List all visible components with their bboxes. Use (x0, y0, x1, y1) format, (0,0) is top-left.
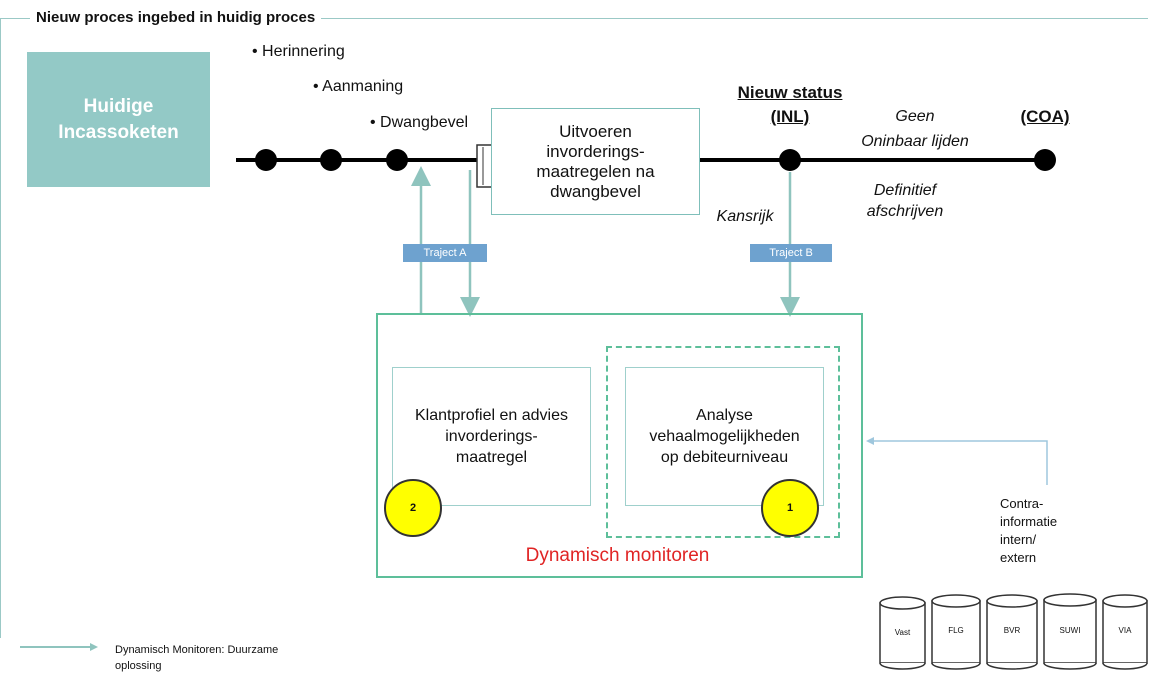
label-definitief-2: afschrijven (866, 203, 944, 220)
analyse-dashed-frame (606, 346, 840, 538)
process-box: Uitvoeren invorderings- maatregelen na d… (491, 108, 700, 215)
analyse-line1: Analyse (696, 407, 753, 424)
bullet-aanmaning: • Aanmaning (313, 78, 404, 95)
traject-a-tag: Traject A (403, 244, 487, 262)
database-vast (879, 596, 926, 670)
timeline-dot-inl (779, 149, 801, 171)
step-2-badge: 2 (384, 479, 442, 537)
status-code-inl: (INL) (770, 107, 810, 126)
status-code-coa: (COA) (1020, 107, 1070, 126)
db-label-flg: FLG (948, 626, 964, 635)
process-line3: maatregelen na (536, 161, 655, 181)
label-kansrijk: Kansrijk (716, 208, 774, 225)
current-chain-box: Huidige Incassoketen (27, 52, 210, 187)
timeline-dot-coa (1034, 149, 1056, 171)
label-geen: Geen (895, 108, 935, 125)
process-line4: dwangbevel (550, 181, 641, 201)
contra-line4: extern (1000, 550, 1037, 565)
process-line1: Uitvoeren (559, 121, 632, 141)
db-label-vast: Vast (894, 628, 911, 637)
timeline-dot-3 (386, 149, 408, 171)
frame-left-line (0, 18, 1, 638)
dynamic-monitor-container (376, 313, 863, 578)
frame-top-line (0, 18, 1148, 19)
contra-line3: intern/ (1000, 532, 1037, 547)
bullet-herinnering: • Herinnering (252, 43, 345, 60)
bullet-dwangbevel: • Dwangbevel (370, 114, 469, 131)
db-label-via: VIA (1118, 626, 1132, 635)
current-chain-line2: Incassoketen (58, 121, 179, 143)
contra-info-connector (873, 440, 1048, 485)
dynamic-monitor-title: Dynamisch monitoren (525, 545, 710, 566)
status-label: Nieuw status (737, 83, 843, 102)
database-bvr (986, 594, 1038, 670)
klantprofiel-line3: maatregel (455, 449, 528, 466)
process-line2: invorderings- (546, 141, 645, 161)
timeline-dot-1 (255, 149, 277, 171)
label-definitief-1: Definitief (873, 182, 937, 199)
legend-text: Dynamisch Monitoren: Duurzame oplossing (115, 642, 278, 674)
klantprofiel-line2: invorderings- (445, 428, 538, 445)
frame-title: Nieuw proces ingebed in huidig proces (30, 9, 322, 26)
legend-line2: oplossing (115, 660, 162, 672)
db-label-suwi: SUWI (1059, 626, 1081, 635)
database-suwi (1043, 593, 1097, 670)
step-1-badge: 1 (761, 479, 819, 537)
traject-b-tag: Traject B (750, 244, 832, 262)
database-flg (931, 594, 981, 670)
analyse-line2: vehaalmogelijkheden (649, 428, 800, 445)
timeline-dot-2 (320, 149, 342, 171)
label-oninbaar: Oninbaar lijden (861, 133, 969, 150)
analyse-line3: op debiteurniveau (660, 449, 789, 466)
contra-info-label: Contra- informatie intern/ extern (1000, 495, 1057, 567)
klantprofiel-line1: Klantprofiel en advies (415, 407, 568, 424)
contra-line1: Contra- (1000, 496, 1044, 511)
contra-line2: informatie (1000, 514, 1058, 529)
db-label-bvr: BVR (1003, 626, 1021, 635)
current-chain-line1: Huidige (83, 95, 154, 117)
legend-line1: Dynamisch Monitoren: Duurzame (115, 644, 279, 656)
database-via (1102, 594, 1148, 670)
